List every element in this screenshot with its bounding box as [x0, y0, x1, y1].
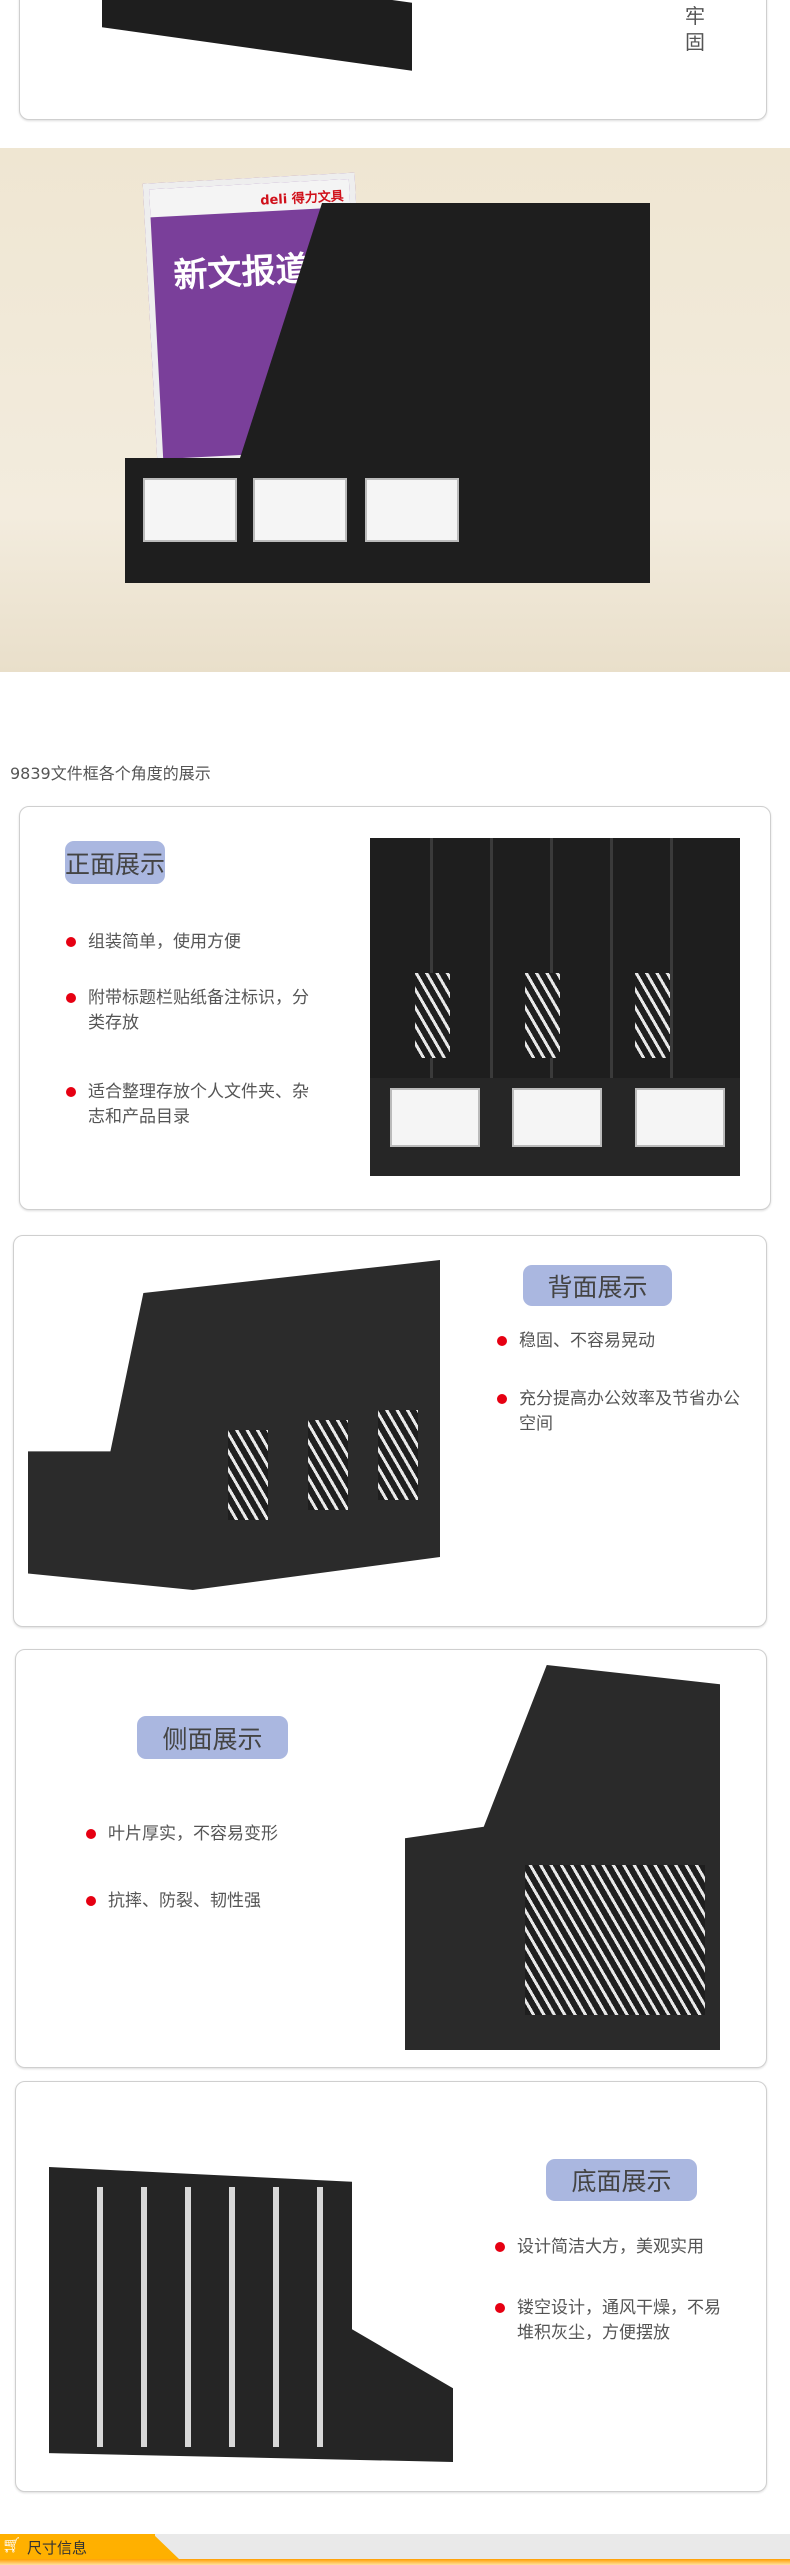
side-text: 牢 固 — [685, 4, 705, 54]
product-photo: deli 得力文具 新文报道 — [0, 148, 790, 672]
cart-icon: 🛒︎ — [2, 2536, 22, 2554]
section-title: 正面展示 — [65, 841, 165, 884]
feature-bullet: 附带标题栏贴纸备注标识，分类存放 — [66, 986, 318, 1036]
top-card: 牢 固 — [19, 0, 767, 120]
section-title: 侧面展示 — [137, 1716, 288, 1759]
feature-bullet: 充分提高办公效率及节省办公空间 — [497, 1387, 749, 1437]
section-title: 底面展示 — [546, 2159, 697, 2201]
feature-bullet: 组装简单，使用方便 — [66, 930, 318, 955]
front-view-image — [370, 838, 740, 1176]
angles-caption: 9839文件框各个角度的展示 — [10, 764, 211, 783]
feature-bullet: 抗摔、防裂、韧性强 — [86, 1889, 338, 1914]
feature-bullet: 设计简洁大方，美观实用 — [495, 2235, 747, 2260]
file-rack — [125, 458, 650, 583]
feature-bullet: 稳固、不容易晃动 — [497, 1329, 749, 1354]
feature-bullet: 适合整理存放个人文件夹、杂志和产品目录 — [66, 1080, 318, 1130]
feature-bullet: 叶片厚实，不容易变形 — [86, 1822, 338, 1847]
file-rack-back — [240, 203, 650, 458]
size-info-title: 尺寸信息 — [27, 2539, 88, 2557]
size-info-header: 🛒︎ 尺寸信息 — [0, 2534, 790, 2565]
section-title: 背面展示 — [523, 1265, 672, 1306]
product-image — [102, 0, 412, 71]
feature-bullet: 镂空设计，通风干燥，不易堆积灰尘，方便摆放 — [495, 2296, 732, 2346]
